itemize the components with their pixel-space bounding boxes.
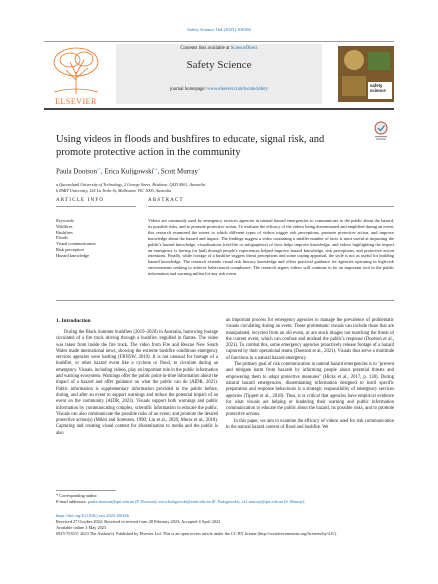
footnotes: * Corresponding author. E-mail addresses… bbox=[56, 493, 394, 505]
email-label: E-mail addresses: bbox=[56, 499, 89, 504]
check-for-updates-icon[interactable] bbox=[373, 121, 389, 141]
keyword: Wildfires bbox=[56, 223, 73, 229]
author-name[interactable]: Erica Kuligowski bbox=[104, 167, 154, 176]
keywords-block: Keywords: Wildfires Bushfires Floods Vis… bbox=[56, 218, 136, 259]
article-history: https://doi.org/10.1016/j.ssci.2023.1061… bbox=[56, 513, 394, 537]
email-line: E-mail addresses: paula.dootson@qut.edu.… bbox=[56, 499, 394, 505]
sciencedirect-link[interactable]: ScienceDirect bbox=[230, 46, 258, 51]
author-affiliation-marker[interactable]: b,a bbox=[153, 167, 158, 171]
section-heading-introduction: 1. Introduction bbox=[56, 318, 91, 324]
article-title: Using videos in floods and bushfires to … bbox=[56, 134, 325, 158]
cover-title: safety science bbox=[370, 83, 386, 93]
doi-link[interactable]: https://doi.org/10.1016/j.ssci.2023.1061… bbox=[56, 513, 129, 518]
available-online: Available online 3 May 2023 bbox=[56, 525, 107, 530]
keyword: Risk perception bbox=[56, 246, 84, 252]
author-affiliation-marker[interactable]: a,* bbox=[97, 167, 101, 171]
footnote-divider bbox=[56, 490, 116, 491]
author-list: Paula Dootsona,*, Erica Kuligowskib,a, S… bbox=[56, 167, 200, 176]
contents-prefix: Contents lists available at bbox=[180, 46, 231, 51]
intro-paragraph: an important process for emergency agenc… bbox=[226, 318, 394, 361]
cover-art bbox=[338, 46, 394, 102]
intro-right-column: an important process for emergency agenc… bbox=[226, 318, 394, 431]
keyword: Visual communication bbox=[56, 241, 96, 247]
keywords-label: Keywords: bbox=[56, 218, 75, 223]
email-addresses[interactable]: paula.dootson@qut.edu.au (P. Dootson), e… bbox=[88, 499, 306, 504]
abstract-heading: ABSTRACT bbox=[148, 198, 184, 203]
intro-paragraph: During the Black Summer bushfires (2019–… bbox=[56, 330, 218, 436]
homepage-line: journal homepage: www.elsevier.com/locat… bbox=[116, 87, 322, 92]
journal-cover-image: safety science bbox=[338, 46, 394, 102]
keyword: Hazard knowledge bbox=[56, 252, 90, 258]
affiliation: a Queensland University of Technology, 2… bbox=[56, 182, 205, 187]
abstract-bottom-divider bbox=[56, 300, 394, 301]
abstract-divider bbox=[148, 206, 394, 207]
author-affiliation-marker[interactable]: a bbox=[197, 167, 200, 171]
keyword: Bushfires bbox=[56, 229, 73, 235]
journal-header bbox=[44, 41, 394, 110]
affiliation: b RMIT University, 124 La Trobe St, Melb… bbox=[56, 188, 172, 193]
elsevier-wordmark: ELSEVIER bbox=[55, 97, 97, 106]
contents-line: Contents lists available at ScienceDirec… bbox=[116, 46, 322, 51]
journal-title: Safety Science bbox=[186, 59, 252, 71]
author-name[interactable]: Scott Murray bbox=[160, 167, 198, 176]
author-name[interactable]: Paula Dootson bbox=[56, 167, 98, 176]
article-citation[interactable]: Safety Science 164 (2023) 106166 bbox=[187, 27, 251, 32]
homepage-link[interactable]: www.elsevier.com/locate/safety bbox=[207, 87, 268, 92]
received-dates: Received 27 October 2022; Received in re… bbox=[56, 519, 221, 524]
homepage-prefix: journal homepage: bbox=[170, 87, 208, 92]
abstract-text: Videos are commonly used by emergency se… bbox=[148, 218, 394, 277]
intro-paragraph: The primary goal of risk communication i… bbox=[226, 362, 394, 418]
article-info-divider bbox=[56, 206, 136, 207]
masthead-box bbox=[116, 44, 322, 104]
license-line: 0925-7535/© 2023 The Author(s). Publishe… bbox=[56, 531, 337, 536]
intro-paragraph: In this paper, we aim to examine the eff… bbox=[226, 418, 394, 431]
corresponding-author-note: * Corresponding author. bbox=[56, 493, 98, 498]
keyword: Floods bbox=[56, 235, 68, 241]
elsevier-tree-logo bbox=[44, 44, 108, 96]
article-info-heading: ARTICLE INFO bbox=[56, 198, 105, 203]
affiliations: a Queensland University of Technology, 2… bbox=[56, 182, 386, 194]
